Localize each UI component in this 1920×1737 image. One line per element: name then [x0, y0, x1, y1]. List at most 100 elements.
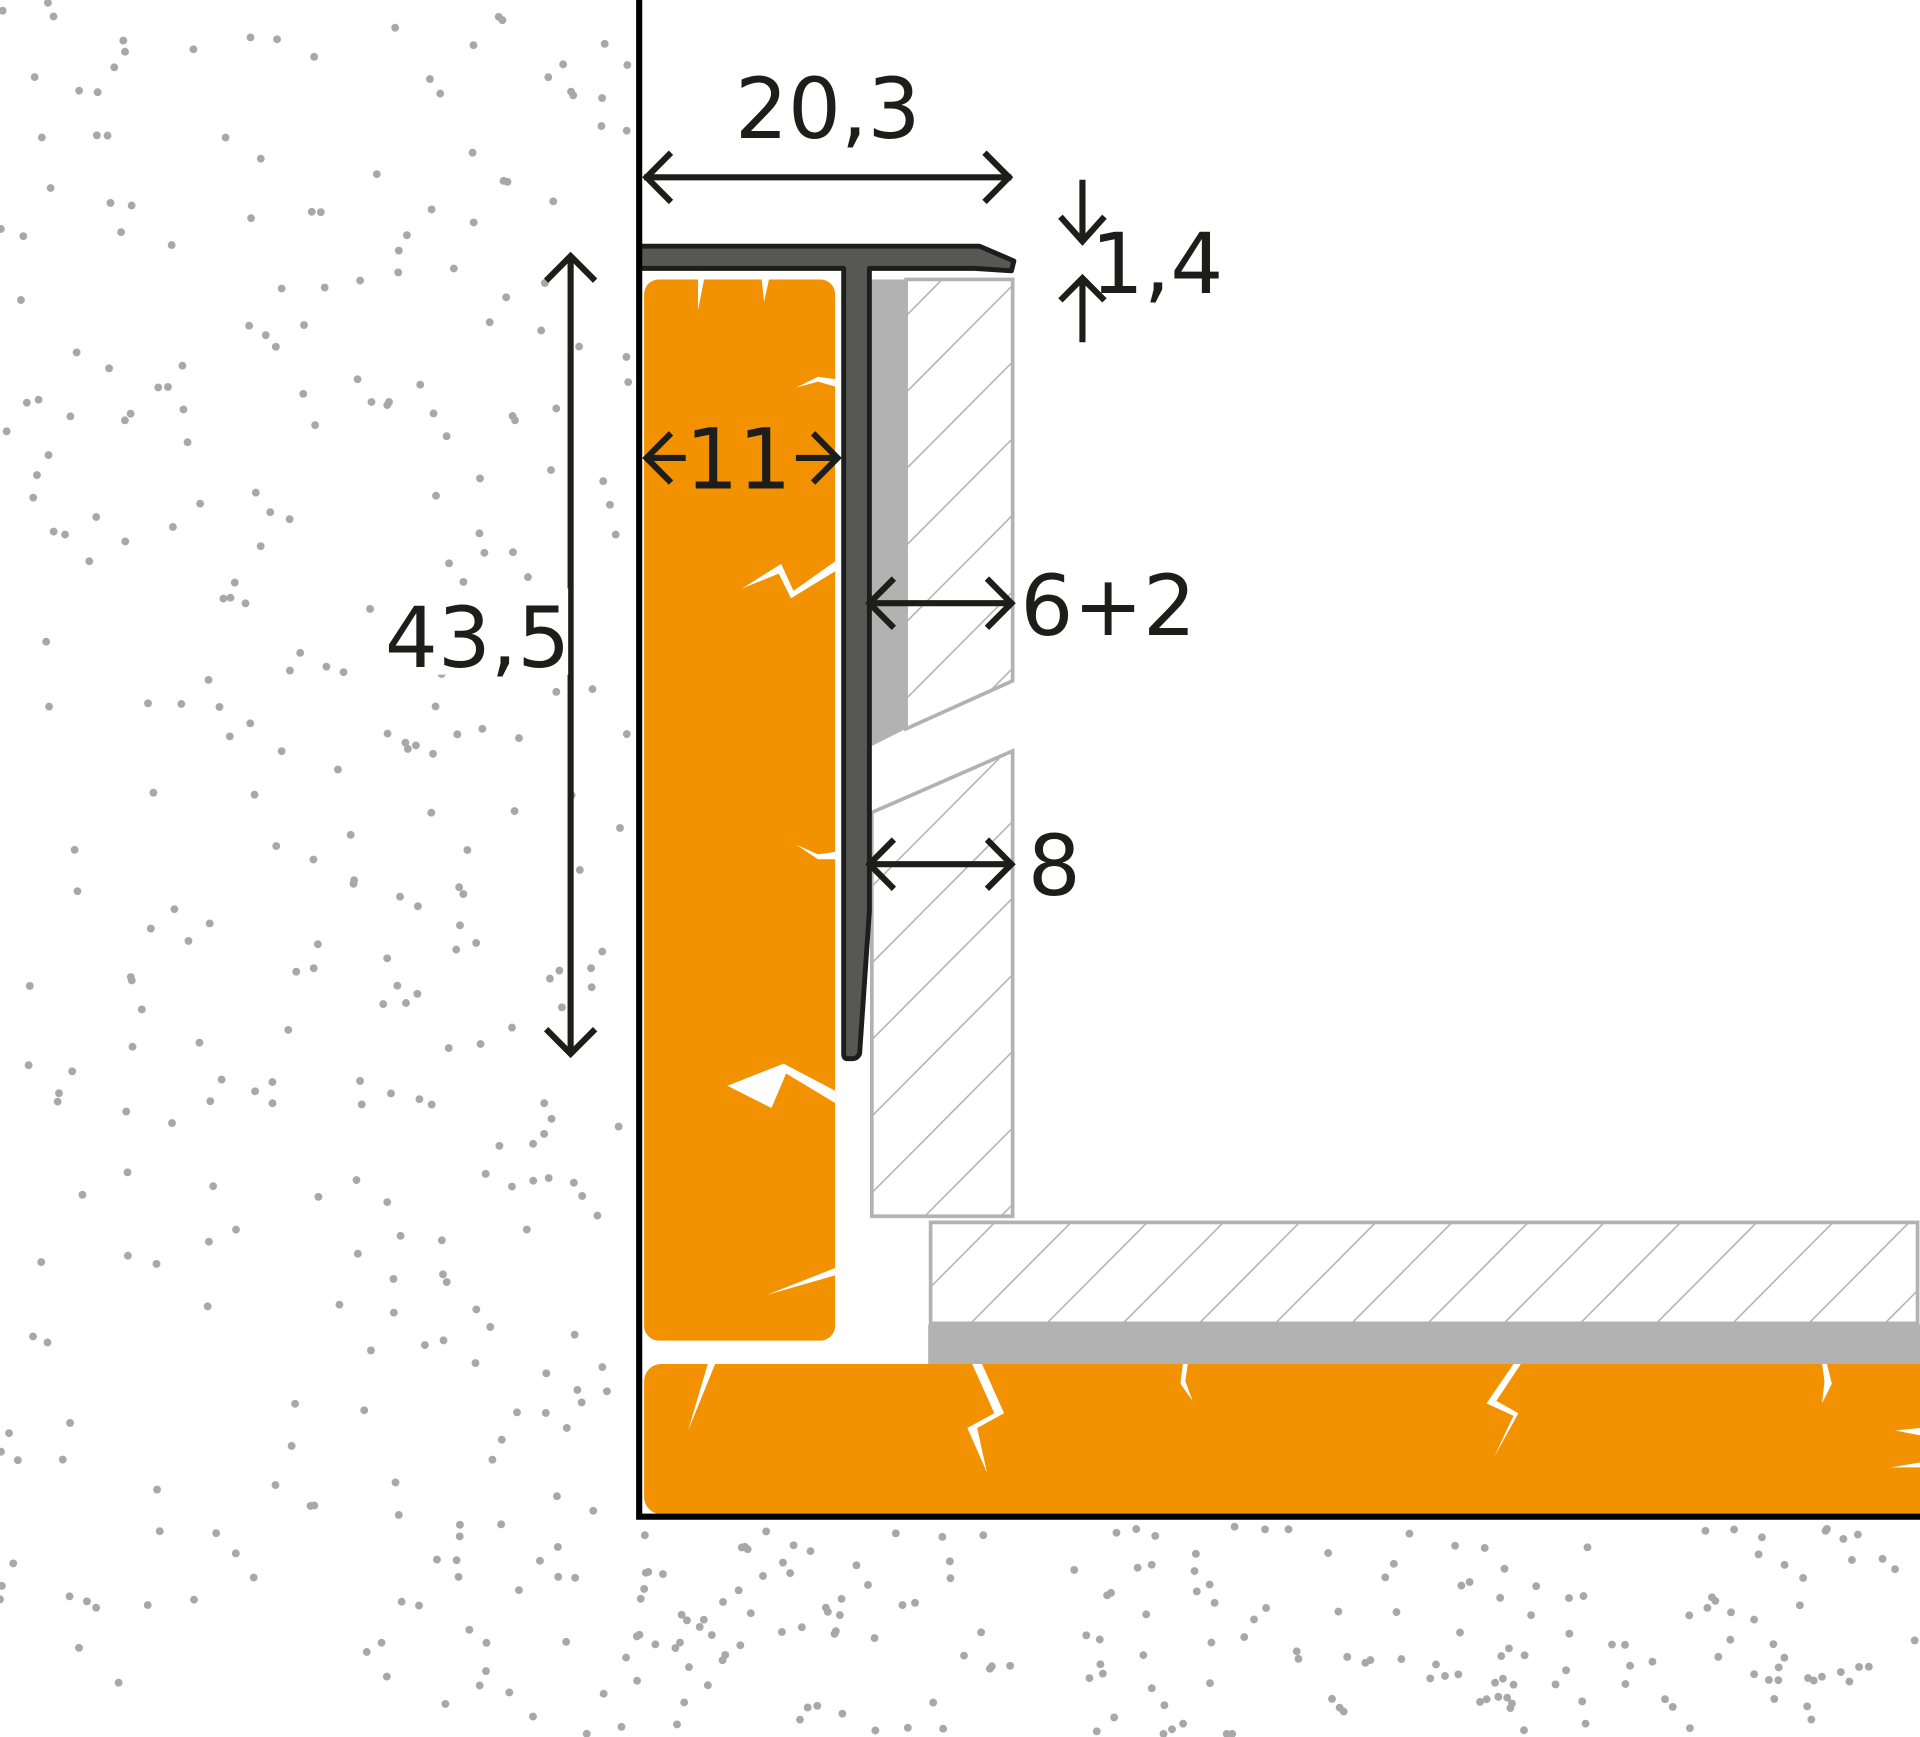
concrete-dot: [624, 378, 633, 387]
concrete-dot: [29, 1332, 37, 1341]
concrete-dot: [838, 1709, 847, 1718]
concrete-dot: [1774, 1676, 1783, 1685]
concrete-dot: [529, 1176, 538, 1185]
concrete-dot: [1222, 1730, 1231, 1737]
concrete-dot: [66, 1418, 74, 1427]
concrete-dot: [353, 1249, 362, 1258]
concrete-dot: [300, 321, 308, 330]
concrete-dot: [46, 184, 55, 192]
concrete-dot: [167, 241, 176, 250]
concrete-dot: [1703, 1603, 1712, 1612]
concrete-dot: [1139, 1651, 1148, 1660]
concrete-dot: [110, 63, 119, 72]
concrete-dot: [442, 1278, 451, 1286]
concrete-dot: [1891, 1565, 1899, 1574]
concrete-dot: [1465, 1578, 1474, 1587]
concrete-dot: [835, 1611, 844, 1620]
concrete-dot: [120, 416, 129, 425]
concrete-dot: [1701, 1526, 1710, 1535]
adhesive-cracks: [688, 279, 1920, 1473]
concrete-dot: [1006, 1661, 1015, 1670]
concrete-dot: [1578, 1697, 1587, 1706]
concrete-dot: [436, 89, 445, 98]
concrete-dot: [44, 0, 52, 7]
concrete-dot: [170, 905, 179, 914]
concrete-dot: [929, 1698, 938, 1707]
concrete-dot: [797, 1623, 806, 1632]
concrete-dot: [1551, 1680, 1560, 1689]
concrete-dot: [1750, 1615, 1759, 1624]
concrete-dot: [123, 1168, 132, 1177]
concrete-dot: [1668, 1703, 1677, 1711]
dimension-profile-width: 20,3: [642, 61, 1014, 205]
concrete-dot: [251, 488, 260, 497]
concrete-dot: [644, 1567, 653, 1576]
concrete-dot: [547, 1114, 556, 1123]
concrete-dot: [552, 404, 561, 413]
concrete-dot: [567, 87, 575, 96]
concrete-dot: [268, 1099, 277, 1108]
concrete-dot: [554, 1572, 563, 1581]
concrete-dot: [5, 1429, 13, 1438]
concrete-dot: [623, 61, 632, 69]
concrete-dot: [1133, 1563, 1142, 1572]
concrete-dot: [598, 1363, 607, 1371]
concrete-dot: [1207, 1638, 1216, 1647]
concrete-dot: [1132, 1525, 1141, 1534]
concrete-dot: [230, 578, 239, 587]
concrete-dot: [575, 866, 584, 874]
concrete-dot: [979, 1531, 988, 1540]
concrete-dot: [823, 1607, 832, 1616]
concrete-dot: [599, 1689, 608, 1698]
concrete-dot: [154, 383, 163, 392]
concrete-dot: [734, 1586, 743, 1595]
concrete-dot: [37, 1258, 46, 1267]
concrete-dot: [387, 1089, 395, 1098]
concrete-dot: [61, 530, 69, 539]
concrete-dot: [786, 1569, 795, 1578]
concrete-dot: [44, 451, 53, 459]
concrete-dot: [396, 892, 404, 901]
concrete-dot: [394, 1511, 403, 1519]
concrete-dot: [1191, 1549, 1200, 1558]
concrete-dot: [1864, 1662, 1873, 1671]
concrete-dot: [149, 788, 158, 797]
concrete-dot: [1147, 1560, 1156, 1569]
concrete-dot: [195, 1038, 204, 1047]
concrete-dot: [82, 1597, 91, 1606]
concrete-dot: [1261, 1525, 1269, 1534]
concrete-dot: [316, 208, 325, 217]
concrete-dot: [268, 1078, 277, 1087]
concrete-dot: [232, 1225, 240, 1234]
concrete-dot: [215, 703, 224, 711]
concrete-dot: [513, 1408, 521, 1417]
concrete-dot: [1441, 1672, 1449, 1680]
concrete-dot: [617, 1722, 626, 1731]
concrete-dot: [442, 432, 451, 441]
concrete-dot: [1284, 1525, 1293, 1534]
concrete-dot: [184, 936, 193, 945]
concrete-dot: [403, 744, 412, 753]
concrete-dot: [455, 1532, 464, 1541]
concrete-dot: [114, 1678, 123, 1687]
concrete-dot: [85, 557, 94, 566]
concrete-dot: [1240, 1633, 1249, 1642]
concrete-dot: [247, 214, 256, 223]
concrete-dot: [1711, 1596, 1720, 1605]
dimension-label: 8: [1028, 818, 1081, 915]
concrete-dot: [1499, 1674, 1507, 1683]
concrete-dot: [285, 515, 294, 524]
concrete-dot: [1392, 1608, 1401, 1617]
concrete-dot: [346, 830, 355, 839]
concrete-dot: [334, 765, 342, 774]
concrete-dot: [285, 666, 294, 675]
concrete-dot: [246, 33, 255, 42]
concrete-dot: [1381, 1573, 1390, 1582]
concrete-dot: [30, 73, 39, 82]
concrete-dot: [1343, 1653, 1352, 1661]
concrete-dot: [126, 409, 135, 418]
concrete-dot: [1764, 1675, 1773, 1684]
concrete-dot: [24, 1061, 33, 1070]
concrete-dot: [415, 1601, 423, 1610]
